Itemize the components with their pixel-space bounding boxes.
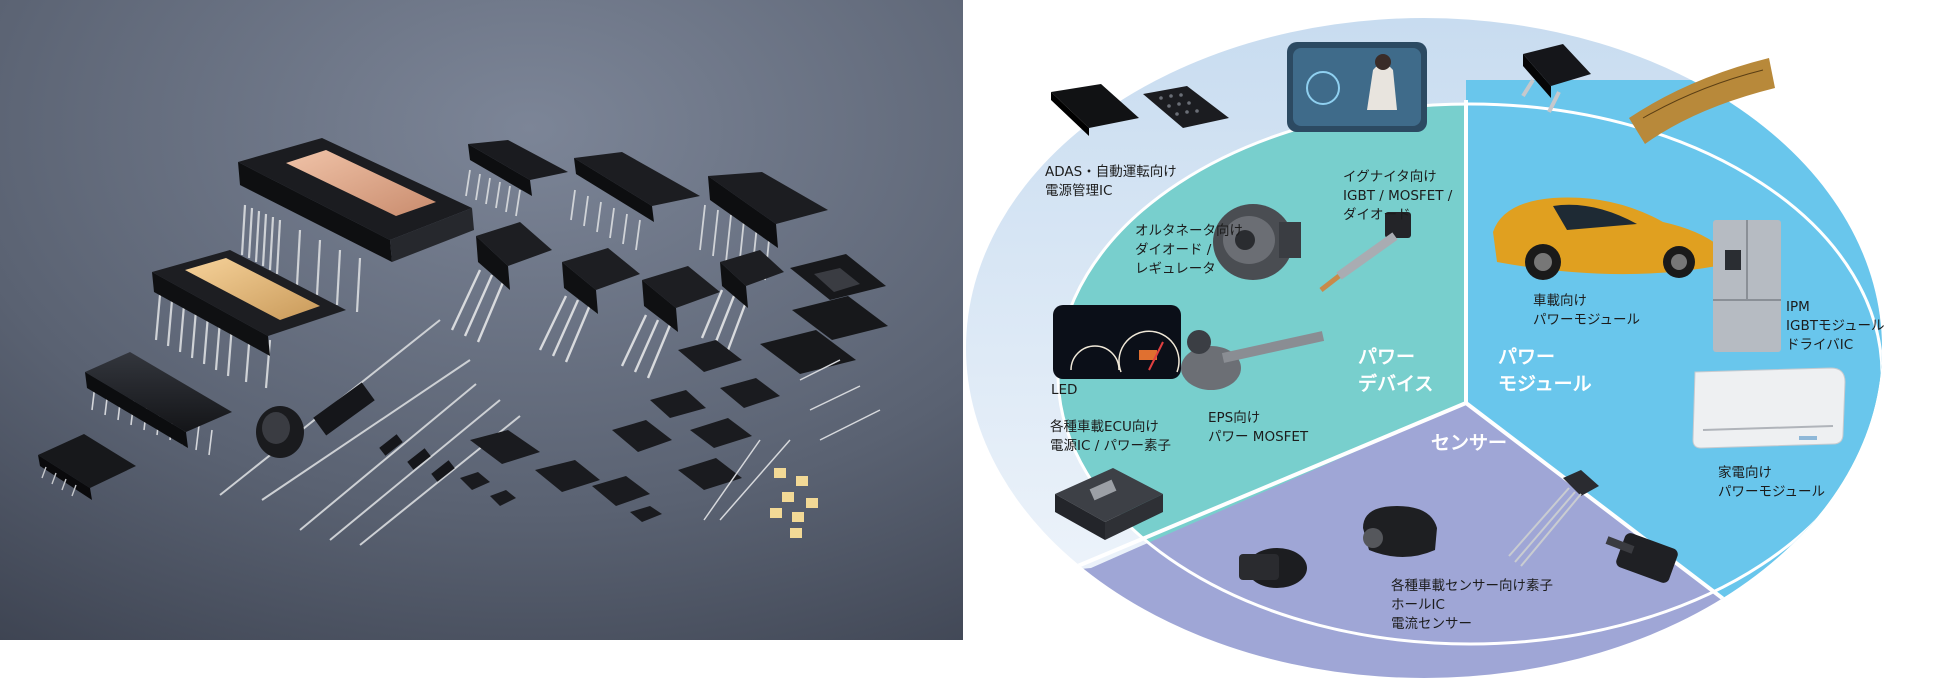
segment-text: デバイス [1358,373,1434,395]
label-line: ダイオード / [1135,242,1212,258]
label-line: イグナイタ向け [1343,169,1437,185]
ignition-coil-icon [1319,212,1411,292]
segment-label-sensor: センサー [1431,430,1507,457]
semiconductor-components-photo [0,0,963,640]
alternator-icon [1213,204,1301,280]
automotive-sensor-icon [1239,470,1678,588]
label-line: 車載向け [1533,293,1587,309]
label-line: IGBT / MOSFET / [1343,188,1453,204]
sip-ic-row [465,140,828,281]
label-line: EPS向け [1208,410,1261,426]
led-chips [770,468,818,538]
label-line: 家電向け [1718,465,1772,481]
sports-car-icon [1493,197,1719,280]
label-line: ドライバIC [1786,337,1854,353]
label-line: IGBTモジュール [1786,318,1885,334]
segment-text: モジュール [1498,373,1592,395]
label-line: 電流センサー [1391,616,1472,632]
label-line: パワーモジュール [1718,484,1826,500]
sensor-can [256,406,304,458]
label-line: パワー MOSFET [1208,429,1309,445]
segment-label-power-module: パワー モジュール [1498,344,1592,398]
label-line: ホールIC [1391,597,1445,613]
label-led: LED [1051,381,1077,400]
label-line: 各種車載センサー向け素子 [1391,578,1553,594]
diode-bodies [313,382,455,482]
label-line: LED [1051,382,1078,398]
segment-text: センサー [1431,432,1508,454]
bga-chip-icon [1051,84,1229,136]
label-eps: EPS向け パワー MOSFET [1208,409,1308,447]
driver-cockpit-icon [1287,42,1427,132]
to247-transistors [450,222,784,379]
application-diagram: パワー デバイス パワー モジュール センサー ADAS・自動運転向け 電源管理… [963,0,1945,695]
label-home-module: 家電向け パワーモジュール [1718,464,1825,502]
label-sensor-parts: 各種車載センサー向け素子 ホールIC 電流センサー [1391,577,1553,634]
label-line: 電源IC / パワー素子 [1050,438,1172,454]
led-parts [703,359,881,521]
flexible-pcb-icon [1629,58,1775,144]
label-line: IPM [1786,299,1810,315]
label-igniter: イグナイタ向け IGBT / MOSFET / ダイオード [1343,168,1452,225]
label-ecu: 各種車載ECU向け 電源IC / パワー素子 [1050,418,1171,456]
label-car-module: 車載向け パワーモジュール [1533,292,1640,330]
label-line: オルタネータ向け [1135,223,1243,239]
smd-parts [460,254,888,522]
dashboard-gauge-icon [1053,305,1181,379]
segment-text: パワー [1358,346,1416,368]
label-ipm: IPM IGBTモジュール ドライバIC [1786,298,1885,355]
label-line: ダイオード [1343,207,1411,223]
segment-label-power-device: パワー デバイス [1358,344,1433,398]
label-alternator: オルタネータ向け ダイオード / レギュレータ [1135,222,1243,279]
label-line: 各種車載ECU向け [1050,419,1159,435]
ipm-module-medium [152,250,346,389]
steering-column-icon [1181,330,1325,390]
label-line: パワーモジュール [1533,312,1641,328]
ipm-module-large [238,138,474,313]
air-conditioner-icon [1692,367,1846,449]
dip-ic [85,352,232,456]
refrigerator-icon [1713,220,1781,352]
segment-text: パワー [1498,346,1556,368]
axial-diodes [219,319,521,546]
sop-ic [38,434,136,500]
label-line: レギュレータ [1135,261,1216,277]
label-line: 電源管理IC [1045,183,1113,199]
dpak-transistor-icon [1521,44,1591,113]
label-line: ADAS・自動運転向け [1045,164,1177,180]
ecu-box-icon [1055,468,1163,540]
label-adas: ADAS・自動運転向け 電源管理IC [1045,163,1177,201]
application-ellipse [966,18,1882,678]
